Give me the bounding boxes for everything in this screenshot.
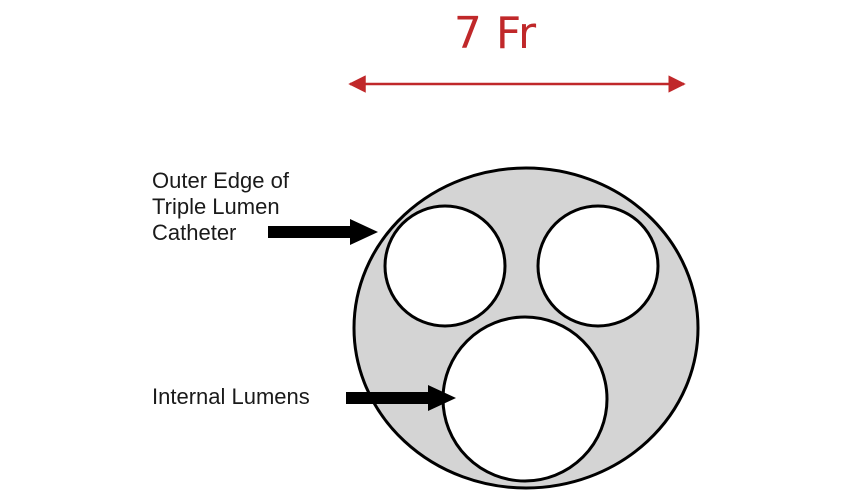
outer-edge-arrow xyxy=(268,219,378,245)
lumen-bottom xyxy=(441,315,609,483)
lumen-top-right xyxy=(536,204,660,328)
internal-lumens-arrow xyxy=(346,385,456,411)
lumen-top-left xyxy=(383,204,507,328)
outer-edge-label-line: Outer Edge of xyxy=(152,168,289,193)
outer-edge-label-line: Triple Lumen xyxy=(152,194,280,219)
outer-edge-label: Outer Edge of Triple Lumen Catheter xyxy=(152,168,352,246)
catheter-size-label: 7 Fr xyxy=(453,8,537,59)
internal-lumens-label: Internal Lumens xyxy=(152,384,310,409)
outer-edge-label-line: Catheter xyxy=(152,220,237,245)
